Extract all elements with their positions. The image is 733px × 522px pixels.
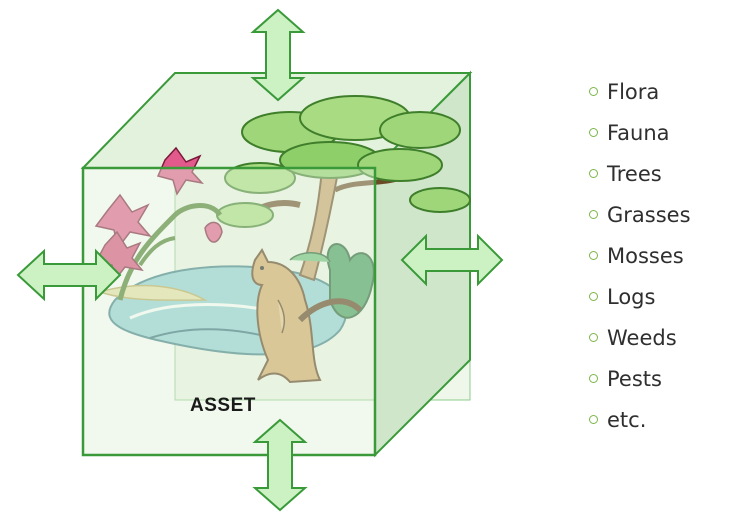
bullet-icon <box>589 374 598 383</box>
nature-illustration <box>94 95 471 384</box>
list-item-label: Fauna <box>607 120 670 145</box>
list-item-label: Weeds <box>607 325 677 350</box>
list-item-label: Trees <box>607 161 662 186</box>
list-item: Grasses <box>585 194 691 235</box>
item-list: Flora Fauna Trees Grasses Mosses Logs We… <box>585 71 691 440</box>
asset-cube-diagram <box>16 8 504 512</box>
bullet-icon <box>589 251 598 260</box>
bullet-icon <box>589 415 598 424</box>
list-item: Mosses <box>585 235 691 276</box>
list-item-label: etc. <box>607 407 647 432</box>
bullet-icon <box>589 87 598 96</box>
list-item: etc. <box>585 399 691 440</box>
up-down-arrow-icon <box>252 418 308 512</box>
asset-label: ASSET <box>190 395 256 416</box>
up-down-arrow-icon <box>250 8 306 102</box>
list-item-label: Flora <box>607 79 660 104</box>
bullet-icon <box>589 128 598 137</box>
bullet-icon <box>589 333 598 342</box>
list-item: Trees <box>585 153 691 194</box>
list-item-label: Grasses <box>607 202 691 227</box>
kangaroo-icon <box>251 248 363 384</box>
list-item-label: Mosses <box>607 243 684 268</box>
bullet-icon <box>589 169 598 178</box>
left-right-arrow-icon <box>16 248 122 302</box>
list-item-label: Pests <box>607 366 662 391</box>
bullet-icon <box>589 292 598 301</box>
list-item: Pests <box>585 358 691 399</box>
list-item: Logs <box>585 276 691 317</box>
list-item-label: Logs <box>607 284 656 309</box>
bullet-icon <box>589 210 598 219</box>
cube-front-face <box>81 166 377 457</box>
left-right-arrow-icon <box>400 233 504 287</box>
list-item: Fauna <box>585 112 691 153</box>
flower-icon <box>94 146 223 301</box>
list-item: Flora <box>585 71 691 112</box>
list-item: Weeds <box>585 317 691 358</box>
